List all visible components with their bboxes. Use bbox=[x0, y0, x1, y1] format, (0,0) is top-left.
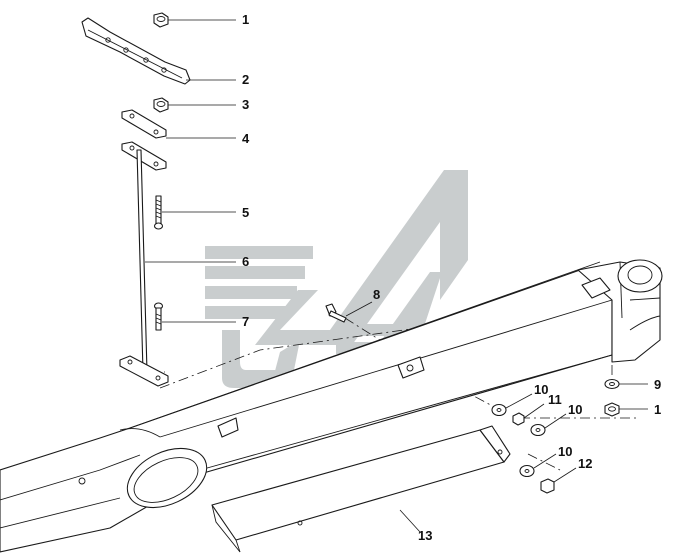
callout-4: 4 bbox=[242, 131, 250, 146]
bolt-8 bbox=[325, 303, 347, 323]
bolt-lower bbox=[153, 302, 164, 331]
washer-10c bbox=[519, 464, 535, 478]
callout-13: 13 bbox=[418, 528, 432, 543]
callout-labels: 1 2 3 4 5 6 7 8 9 1 10 11 10 10 12 13 bbox=[242, 12, 661, 543]
callout-3: 3 bbox=[242, 97, 249, 112]
callout-10-a: 10 bbox=[534, 382, 548, 397]
callout-12: 12 bbox=[578, 456, 592, 471]
callout-6: 6 bbox=[242, 254, 249, 269]
callout-9: 9 bbox=[654, 377, 661, 392]
nut-12 bbox=[540, 478, 555, 494]
washer-10a bbox=[491, 403, 507, 417]
boom-arm bbox=[0, 259, 663, 553]
callout-7: 7 bbox=[242, 314, 249, 329]
callout-10-b: 10 bbox=[568, 402, 582, 417]
top-nut bbox=[153, 12, 169, 28]
middle-nut bbox=[153, 97, 169, 113]
spacer-plate-lower bbox=[121, 141, 167, 171]
callout-8: 8 bbox=[373, 287, 380, 302]
callout-11: 11 bbox=[548, 392, 562, 407]
washer-10b bbox=[530, 423, 546, 437]
nut-right bbox=[604, 402, 620, 417]
washer-9 bbox=[604, 378, 620, 390]
spacer-plate-upper bbox=[121, 109, 167, 139]
callout-5: 5 bbox=[242, 205, 249, 220]
callout-1-top: 1 bbox=[242, 12, 249, 27]
bolt-upper bbox=[153, 195, 164, 230]
support-rod bbox=[119, 149, 169, 387]
leader-lines bbox=[145, 19, 648, 533]
nut-11 bbox=[512, 412, 525, 426]
callout-10-c: 10 bbox=[558, 444, 572, 459]
cover-channel bbox=[211, 425, 511, 553]
clamp-plate bbox=[81, 17, 191, 85]
callout-2: 2 bbox=[242, 72, 249, 87]
callout-1-right: 1 bbox=[654, 402, 661, 417]
